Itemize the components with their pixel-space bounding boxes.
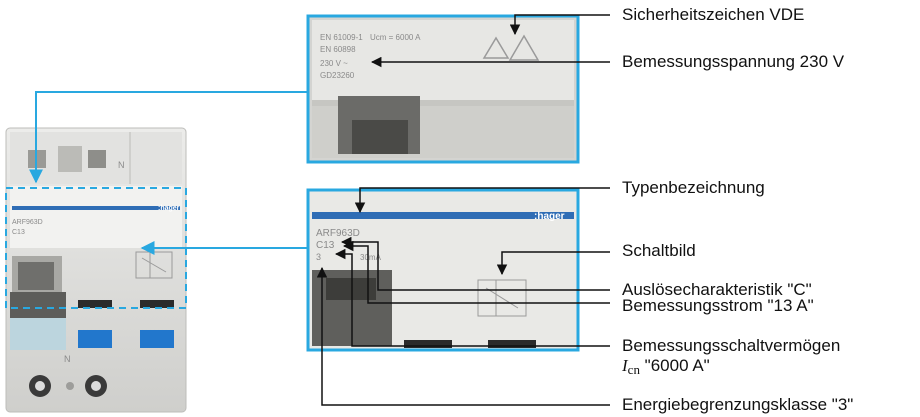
bottom-zoom-frame [306,188,580,352]
leader-vde [509,14,610,36]
top-zoom-frame [306,14,580,164]
n-terminal-bottom: N [64,354,71,364]
leader-capacity [334,248,610,347]
capacity-amount: "6000 A" [639,356,710,375]
leader-trip [340,236,610,291]
capacity-symbol: I [622,356,628,375]
model-text: ARF963D [316,228,360,239]
leader-energy [316,266,610,406]
standard-text: EN 61009-1 [320,33,363,42]
model-small: ARF963D [12,219,43,226]
brand-small: :hager [158,205,180,212]
label-capacity-value: Icn "6000 A" [622,356,710,377]
bottom-zoom-photo: :hager ARF963D C13 3 30mA [308,190,578,350]
label-type: Typenbezeichnung [622,178,765,197]
code-text: GD23260 [320,71,355,80]
label-energy: Energiebegrenzungsklasse "3" [622,395,854,414]
capacity-subscript: cn [627,362,640,377]
leader-circuit [496,251,610,276]
brand-text: :hager [534,211,565,222]
sensitivity-text: 30mA [360,253,382,262]
rating-text: C13 [316,240,335,251]
label-voltage: Bemessungsspannung 230 V [622,52,845,71]
label-current: Bemessungsstrom "13 A" [622,296,814,315]
n-terminal-top: N [118,160,125,170]
leader-type [354,187,610,214]
voltage-text: 230 V ~ [320,59,348,68]
rating-small: C13 [12,229,25,236]
en-text: EN 60898 [320,45,356,54]
device-photo: N :hager ARF963D C13 N [5,127,187,413]
label-trip: Auslösecharakteristik "C" [622,280,812,299]
vde-triangle-icon [482,34,540,61]
leader-current [342,240,610,304]
circuit-diagram-icon-large [477,279,527,317]
label-circuit: Schaltbild [622,241,696,260]
top-zoom-photo: EN 61009-1 Ucm = 6000 A EN 60898 230 V ~… [308,16,578,162]
ucm-text: Ucm = 6000 A [370,33,421,42]
label-vde: Sicherheitszeichen VDE [622,5,805,24]
top-connector [29,91,308,184]
label-capacity: Bemessungsschaltvermögen [622,336,841,355]
class-text: 3 [316,252,321,262]
